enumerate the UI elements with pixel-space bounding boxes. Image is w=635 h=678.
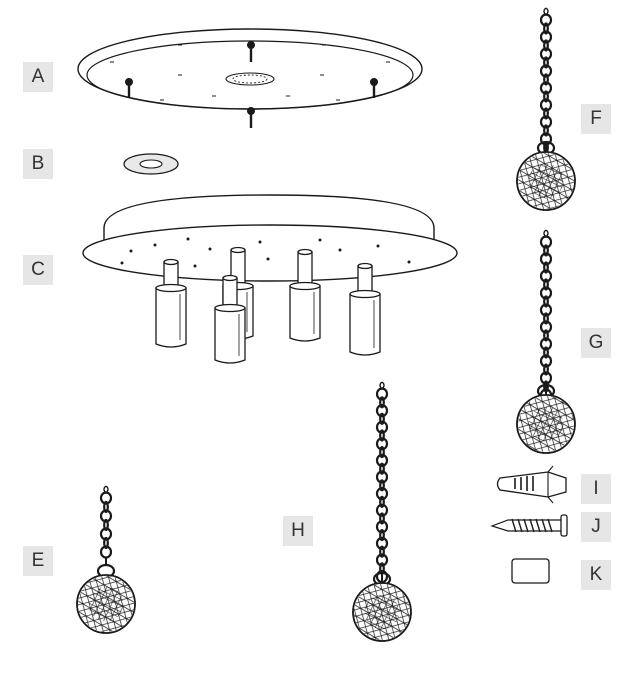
screw: [490, 514, 568, 537]
chain-link: [539, 269, 553, 283]
lamp-holder: [289, 248, 321, 342]
pendant-e: [76, 485, 136, 634]
label-f: F: [581, 104, 611, 134]
pendant-h: [352, 381, 412, 642]
chain-link: [99, 527, 113, 541]
chain-link: [375, 437, 389, 451]
label-k: K: [581, 560, 611, 590]
chain-link: [539, 235, 553, 249]
pendant-g: [516, 229, 576, 454]
plate-screw-left: [125, 78, 133, 98]
chain-link: [543, 312, 549, 325]
chain-link: [539, 337, 553, 351]
chain-link: [375, 520, 389, 534]
chain-link: [375, 404, 389, 418]
chain-link: [375, 387, 389, 401]
label-a: A: [23, 62, 53, 92]
chain-link: [543, 346, 549, 359]
chain-link: [539, 371, 553, 385]
plate-screw-front: [247, 107, 255, 128]
chain-link: [543, 124, 549, 137]
chain-link: [375, 420, 389, 434]
chain-link: [539, 320, 553, 334]
chain-link: [103, 500, 109, 514]
chain-link: [379, 429, 385, 442]
label-c: C: [23, 255, 53, 285]
chain-link: [543, 90, 549, 103]
label-j: J: [581, 512, 611, 542]
chain-link: [379, 479, 385, 492]
chain-link: [375, 569, 389, 584]
chain-link: [539, 303, 553, 317]
chain-link: [539, 286, 553, 300]
ceiling-canopy: [82, 194, 458, 282]
chain-link: [379, 528, 385, 542]
chain-link: [375, 487, 389, 501]
label-h: H: [283, 516, 313, 546]
chain-link: [375, 553, 389, 567]
lamp-holders: [155, 246, 381, 364]
chain-link: [379, 412, 385, 425]
chain-link: [379, 396, 385, 409]
chain-link: [375, 453, 389, 467]
chain-link: [543, 107, 549, 120]
chain-link: [539, 98, 553, 112]
chain-link: [543, 56, 549, 69]
chain-link: [539, 354, 553, 368]
plate-screw-back: [247, 41, 255, 62]
chain-link: [99, 491, 113, 505]
washer: [123, 153, 179, 175]
chain-link: [379, 512, 385, 525]
lamp-holder: [349, 262, 381, 356]
chain-link: [379, 495, 385, 508]
label-g: G: [581, 328, 611, 358]
chain-link: [539, 13, 553, 27]
chain-link: [379, 446, 385, 459]
mounting-plate: [77, 28, 423, 128]
chain-link: [543, 39, 549, 52]
chain-link: [379, 462, 385, 475]
chain-link: [543, 261, 549, 274]
label-e: E: [23, 546, 53, 576]
crystal-pendants: [76, 7, 576, 642]
chain-link: [539, 81, 553, 95]
chain-link: [539, 115, 553, 129]
chain-link: [543, 22, 549, 35]
chain-link: [375, 503, 389, 517]
label-b: B: [23, 149, 53, 179]
chain-link: [375, 536, 389, 551]
chain-link: [543, 278, 549, 291]
chain-link: [539, 252, 553, 266]
chain-link: [543, 295, 549, 308]
chain-link: [543, 73, 549, 86]
chain-link: [99, 509, 113, 523]
plate-screw-right: [370, 78, 378, 98]
chain-link: [103, 536, 109, 550]
chain-link: [379, 545, 385, 558]
chain-link: [539, 30, 553, 44]
rectangular-part: [511, 558, 550, 584]
chain-link: [375, 470, 389, 484]
chain-link: [543, 244, 549, 257]
pendant-f: [516, 7, 576, 211]
lamp-holder: [214, 274, 246, 364]
lamp-holder: [155, 258, 187, 348]
chain-link: [543, 329, 549, 342]
chain-link: [103, 518, 109, 532]
chain-link: [539, 64, 553, 78]
label-i: I: [581, 474, 611, 504]
chain-link: [543, 363, 549, 376]
wall-plug: [496, 465, 567, 504]
chain-link: [539, 47, 553, 61]
